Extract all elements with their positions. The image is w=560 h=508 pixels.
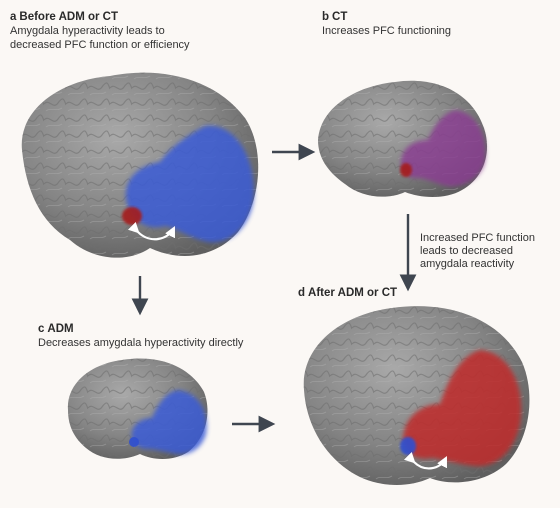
amygdala-red-a <box>122 207 142 225</box>
arrow-b-to-d-caption: Increased PFC function leads to decrease… <box>420 232 535 271</box>
amygdala-blue-d <box>400 437 416 455</box>
panel-a-letter: a <box>10 11 17 23</box>
brain-a <box>21 72 259 258</box>
panel-d-letter: d <box>298 287 306 299</box>
panel-a-heading: Before ADM or CT <box>19 11 119 23</box>
pfc-region-blue-c <box>131 390 207 455</box>
panel-c-letter: c <box>38 323 45 335</box>
panel-a-desc-1: Amygdala hyperactivity leads to <box>10 25 165 37</box>
interaction-arrow-a <box>127 221 175 241</box>
panel-a-desc-2: decreased PFC function or efficiency <box>10 39 190 51</box>
brain-b <box>318 80 488 197</box>
pfc-region-red-d <box>403 350 522 467</box>
arrow-caption-line-1: Increased PFC function <box>420 232 535 244</box>
arrow-caption-line-2: leads to decreased <box>420 245 513 257</box>
amygdala-blue-c <box>129 437 139 447</box>
brain-d <box>303 306 530 485</box>
panel-b-heading: CT <box>332 11 348 23</box>
panel-d-heading: After ADM or CT <box>308 287 398 299</box>
panel-c-heading: ADM <box>47 323 74 335</box>
pfc-region-blue-a <box>125 125 255 243</box>
pfc-region-purple-b <box>400 110 486 187</box>
panel-b-letter: b <box>322 11 330 23</box>
brain-c <box>67 358 208 459</box>
panel-b-desc-1: Increases PFC functioning <box>322 25 452 37</box>
interaction-arrow-d <box>403 451 447 470</box>
panel-c-desc-1: Decreases amygdala hyperactivity directl… <box>38 337 244 349</box>
arrow-caption-line-3: amygdala reactivity <box>420 258 515 270</box>
amygdala-red-b <box>400 163 412 177</box>
